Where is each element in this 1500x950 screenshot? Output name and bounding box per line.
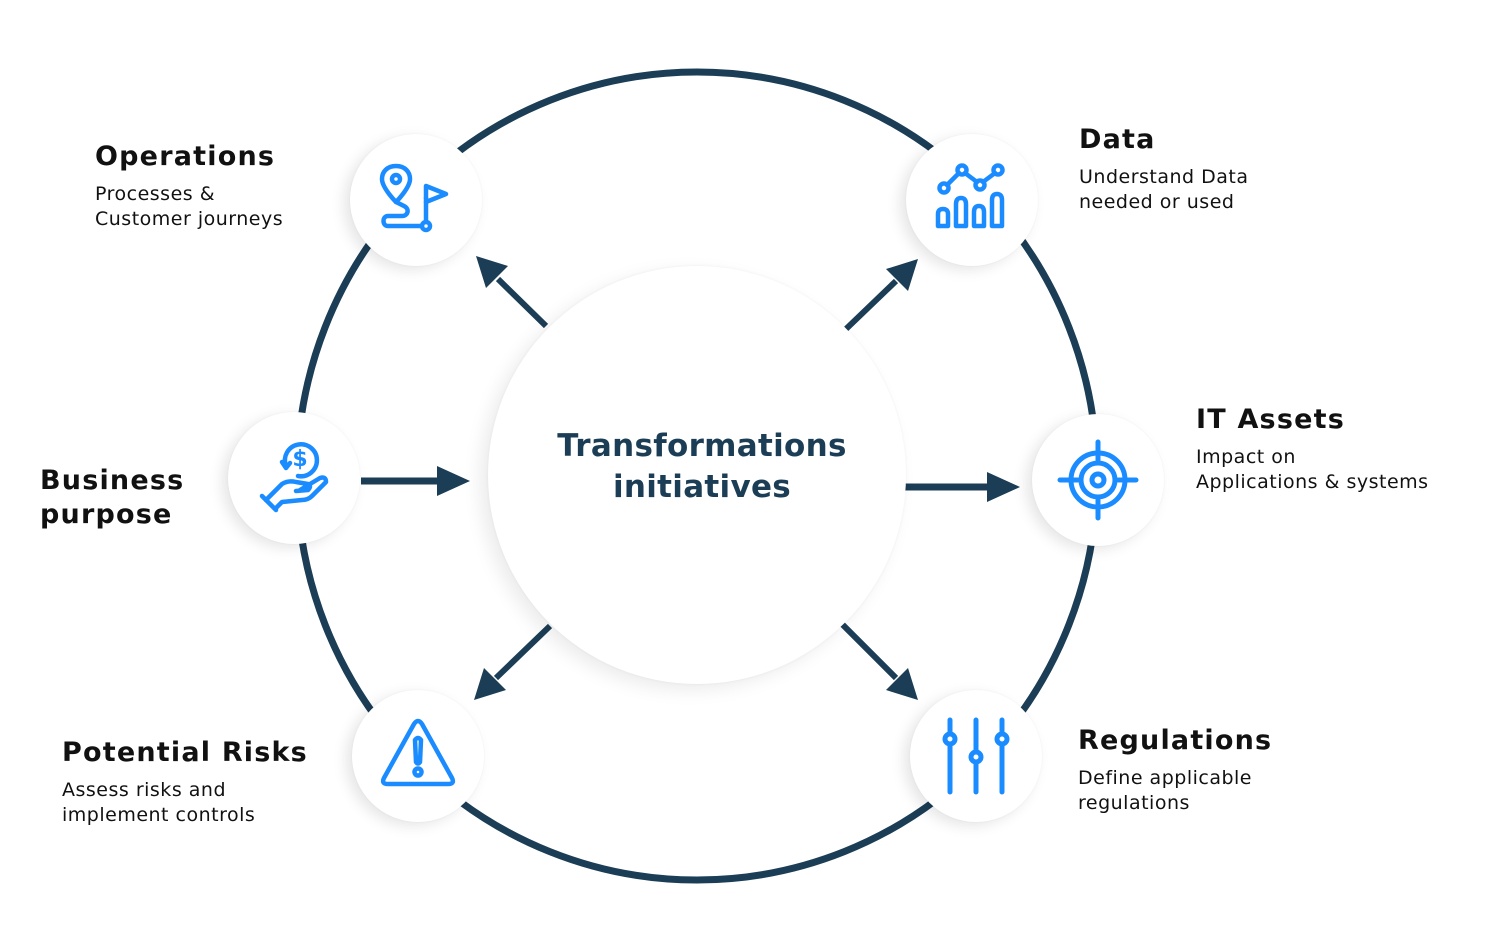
it-assets-title: IT Assets: [1196, 404, 1345, 435]
node-potential-risks[interactable]: [352, 690, 484, 822]
regulations-title: Regulations: [1078, 725, 1273, 756]
risks-desc-line1: Assess risks and: [62, 779, 226, 801]
label-operations: Operations Processes & Customer journeys: [95, 140, 283, 232]
node-data[interactable]: [906, 134, 1038, 266]
operations-desc-line1: Processes &: [95, 183, 216, 205]
target-crosshair-icon: [1057, 439, 1139, 521]
route-map-pin-flag-icon: [379, 163, 449, 233]
business-title-line1: Business: [40, 465, 185, 496]
label-regulations: Regulations Define applicable regulation…: [1078, 724, 1272, 816]
label-potential-risks: Potential Risks Assess risks and impleme…: [62, 736, 308, 828]
node-business-purpose[interactable]: $: [228, 412, 360, 544]
data-description: Understand Data needed or used: [1079, 165, 1249, 215]
hand-dollar-coin-icon: $: [259, 442, 329, 513]
operations-title: Operations: [95, 141, 276, 172]
arrow-to-regulations: [839, 621, 918, 700]
center-title-line1: Transformations: [557, 428, 847, 464]
it-assets-description: Impact on Applications & systems: [1196, 445, 1429, 495]
data-desc-line1: Understand Data: [1079, 166, 1249, 188]
operations-desc-line2: Customer journeys: [95, 208, 284, 230]
arrow-to-operations: [476, 256, 549, 329]
arrow-to-center-from-business: [361, 466, 470, 496]
warning-triangle-icon: [380, 718, 456, 787]
label-business-purpose: Business purpose: [40, 464, 184, 532]
label-it-assets: IT Assets Impact on Applications & syste…: [1196, 403, 1429, 495]
it-assets-desc-line1: Impact on: [1196, 446, 1296, 468]
line-bar-chart-icon: [935, 163, 1005, 229]
risks-description: Assess risks and implement controls: [62, 778, 308, 828]
node-it-assets[interactable]: [1032, 414, 1164, 546]
risks-title: Potential Risks: [62, 737, 308, 768]
node-regulations[interactable]: [910, 690, 1042, 822]
center-circle: Transformations initiatives: [488, 266, 906, 684]
operations-description: Processes & Customer journeys: [95, 182, 283, 232]
arrow-to-it-assets: [903, 472, 1020, 502]
regulations-description: Define applicable regulations: [1078, 766, 1272, 816]
label-data: Data Understand Data needed or used: [1079, 123, 1249, 215]
business-title-line2: purpose: [40, 499, 173, 530]
svg-text:$: $: [292, 447, 307, 472]
data-desc-line2: needed or used: [1079, 191, 1235, 213]
arrow-to-data: [843, 259, 918, 332]
data-title: Data: [1079, 124, 1156, 155]
center-title-line2: initiatives: [612, 469, 792, 505]
sliders-icon: [942, 717, 1010, 795]
node-operations[interactable]: [350, 134, 482, 266]
arrow-to-risks: [474, 623, 553, 700]
regulations-desc-line1: Define applicable: [1078, 767, 1252, 789]
risks-desc-line2: implement controls: [62, 804, 256, 826]
regulations-desc-line2: regulations: [1078, 792, 1190, 814]
center-title: Transformations initiatives: [557, 426, 847, 508]
it-assets-desc-line2: Applications & systems: [1196, 471, 1429, 493]
